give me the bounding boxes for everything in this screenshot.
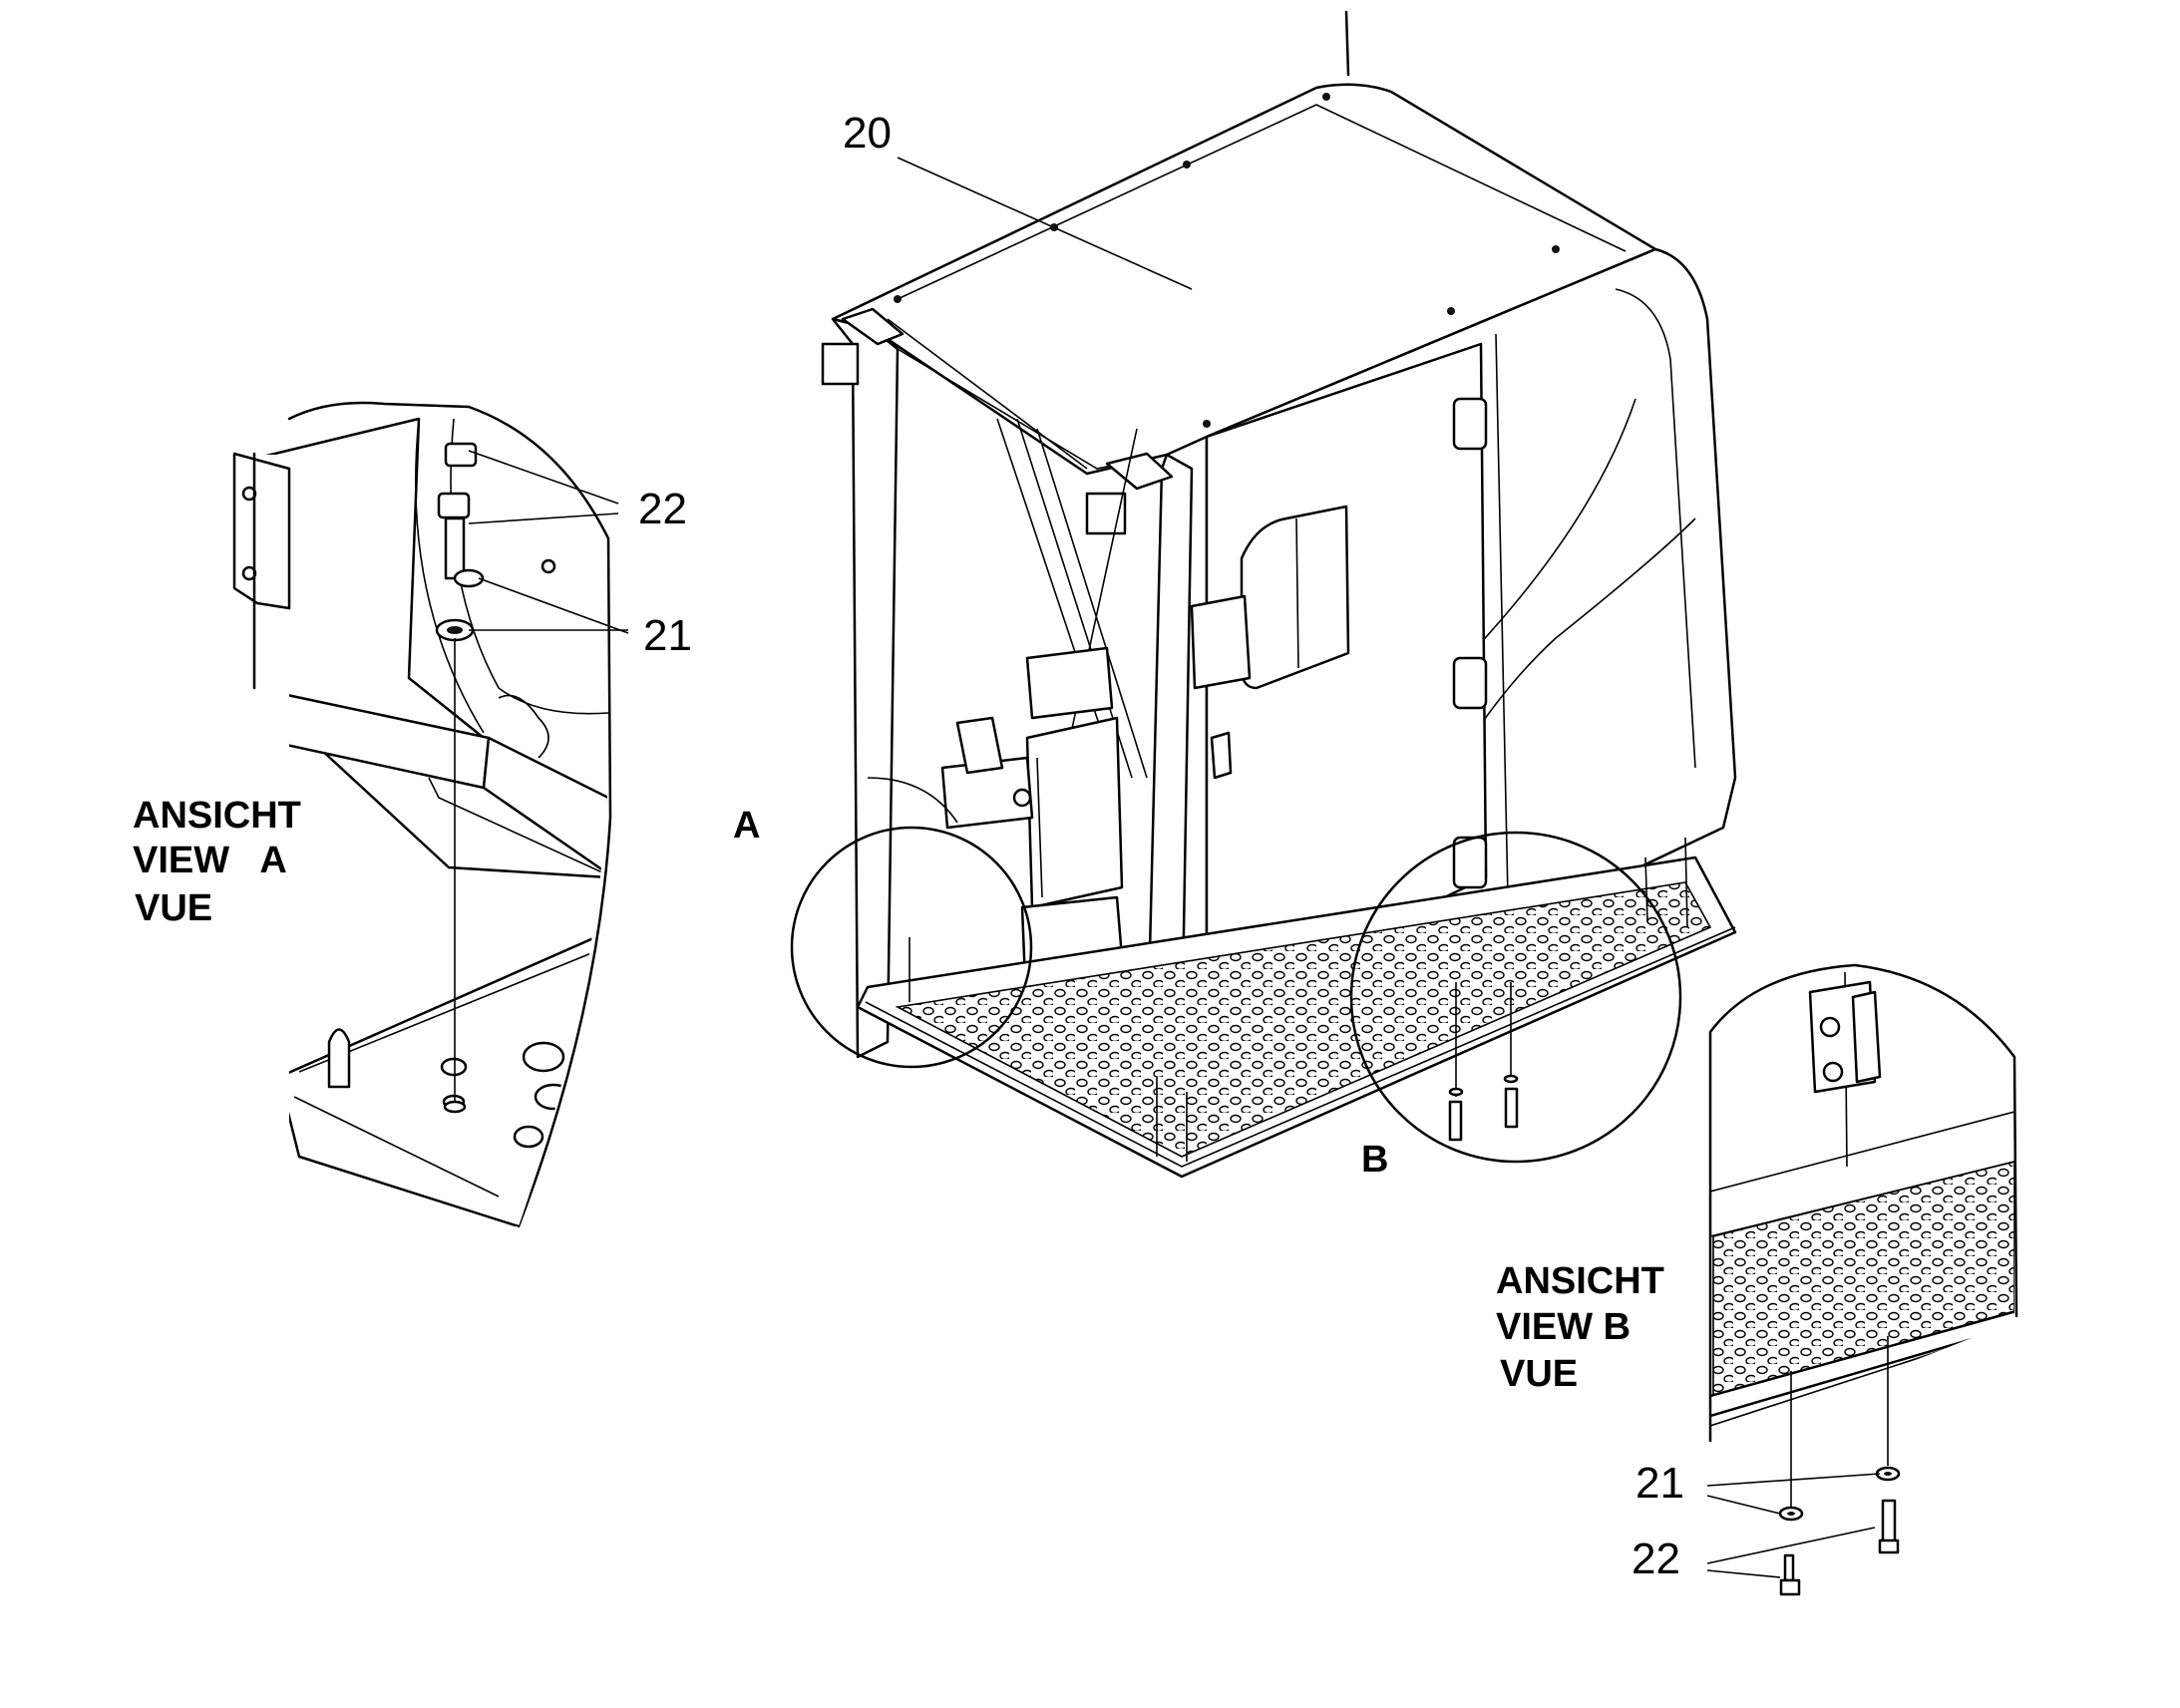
detail-a-boundary xyxy=(287,401,612,1228)
detail-a-title-line1: ANSICHT xyxy=(133,795,301,837)
circle-b-fasteners xyxy=(1448,982,1519,1142)
cab-front-frame xyxy=(831,317,900,1059)
detail-circle-b xyxy=(1349,831,1682,1164)
cab-main-view xyxy=(790,10,1737,1179)
view-marker-b: B xyxy=(1361,1139,1388,1181)
detail-view-a xyxy=(232,401,629,1228)
detail-b-callout-22: 22 xyxy=(1632,1535,1680,1583)
detail-b-title-line3: VUE xyxy=(1500,1353,1578,1395)
detail-b-fasteners xyxy=(1778,1336,1901,1596)
detail-b-boundary xyxy=(1708,963,2018,1443)
detail-b-title-line2: VIEW B xyxy=(1496,1306,1631,1348)
detail-a-callout-21: 21 xyxy=(643,611,692,660)
detail-a-title-line2: VIEW A xyxy=(133,840,287,881)
work-light-left xyxy=(821,342,860,386)
detail-view-b xyxy=(1706,963,2018,1596)
detail-circle-a xyxy=(790,826,1033,1069)
detail-a-fasteners xyxy=(327,442,485,1114)
mirror xyxy=(1190,594,1252,690)
door-hinges xyxy=(1452,397,1488,889)
detail-b-title-line1: ANSICHT xyxy=(1496,1260,1664,1302)
detail-a-callout-22: 22 xyxy=(638,485,687,533)
callout-20: 20 xyxy=(843,109,892,158)
detail-b-callout-21: 21 xyxy=(1635,1459,1684,1508)
detail-a-hinge-plate xyxy=(232,452,291,610)
detail-a-title-line3: VUE xyxy=(135,887,212,929)
view-marker-a: A xyxy=(733,805,760,847)
